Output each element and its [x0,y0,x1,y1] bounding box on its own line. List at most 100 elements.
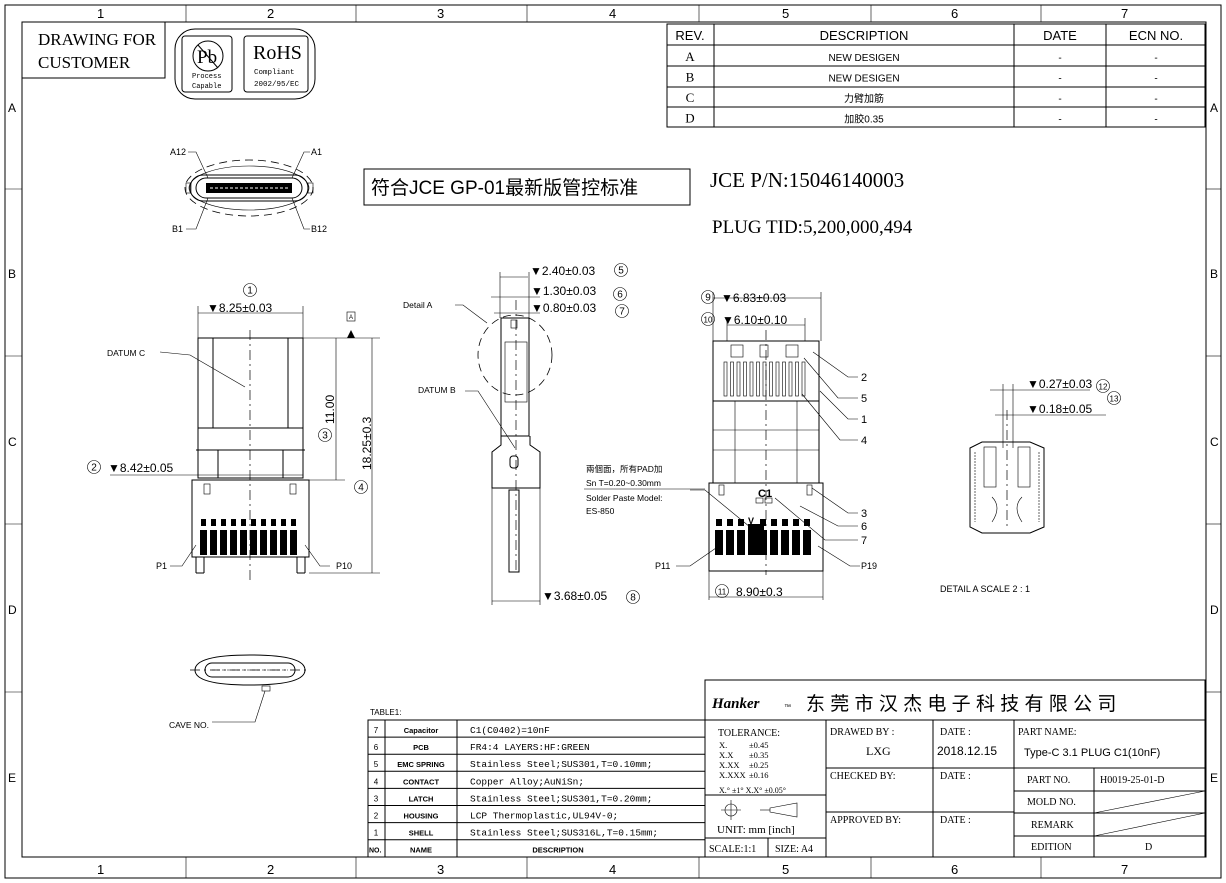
balloon-number: 11 [718,588,727,597]
bom-description: Copper Alloy;AuNiSn; [470,776,584,787]
bom-description: C1(C0402)=10nF [470,725,550,736]
revision-cell: - [1154,115,1157,126]
compliance-note: 符合JCE GP-01最新版管控标准 [363,168,691,206]
checked-by-label: CHECKED BY: [830,771,895,782]
pb-text: Pb [197,47,217,68]
solder-pad [792,530,800,555]
column-marker-top: 3 [437,6,444,21]
tolerance-precision: X.XX [719,760,740,770]
drawing-for-text: DRAWING FOR [38,30,157,49]
bom-description: Stainless Steel;SUS301,T=0.20mm; [470,793,652,804]
balloon-number: 1 [247,286,253,297]
bom-footer-description: DESCRIPTION [532,846,583,855]
bom-footer-no: NO. [369,848,382,855]
balloon-number: 4 [358,483,364,494]
tolerance-precision: X.X [719,750,733,760]
column-marker-bottom: 6 [951,862,958,877]
capable-text: Capable [192,83,221,91]
approved-date-label: DATE : [940,815,971,826]
process-text: Process [192,73,221,81]
plug-tid: PLUG TID:5,200,000,494 [712,217,913,238]
revision-cell: - [1154,94,1157,105]
revision-cell: - [1154,53,1157,64]
part-name-label: PART NAME: [1018,727,1077,738]
pin-p1-label: P1 [156,561,167,571]
drawed-by-value: LXG [866,744,891,758]
balloon-number: 6 [617,290,623,301]
dimension-balloon [701,290,715,304]
dimension-d4: 18.25±0.34 [354,416,374,494]
bom-no: 4 [374,777,379,786]
tolerance-precision: X. [719,740,727,750]
remark-label: REMARK [1031,820,1075,831]
balloon-number: 8 [630,593,636,604]
tolerance-precision: X.XXX [719,770,746,780]
dimension-balloon [243,283,257,297]
solder-pad [250,530,257,555]
column-marker-top: 7 [1121,6,1128,21]
revision-cell: NEW DESIGEN [828,74,899,85]
row-marker-left: E [8,771,16,785]
pin-p10-label: P10 [336,561,352,571]
compliance-standard-text: 符合JCE GP-01最新版管控标准 [371,177,638,199]
solder-pad [220,530,227,555]
bom-description: Stainless Steel;SUS316L,T=0.15mm; [470,828,658,839]
no-lead-icon [192,40,224,72]
dimension-balloon [613,287,627,301]
part-callout: 1 [861,414,867,426]
revision-header: ECN NO. [1129,28,1183,43]
solder-pad [210,530,217,555]
dimension-balloon [701,312,715,326]
date-value: 2018.12.15 [937,744,997,758]
dimension-value: 11.00 [323,395,337,424]
pin-p11-label: P11 [655,561,670,571]
column-marker-top: 4 [609,6,616,21]
bom-name: HOUSING [403,812,438,821]
detail-a-view: DETAIL A SCALE 2 : 1 [940,384,1106,594]
column-marker-top: 1 [97,6,104,21]
revision-cell: - [1058,74,1061,85]
balloon-number: 10 [704,316,713,325]
revision-cell: NEW DESIGEN [828,53,899,64]
datum-b-label: DATUM B [418,385,456,395]
balloon-number: 2 [91,463,97,474]
column-marker-top: 2 [267,6,274,21]
tolerance-label: TOLERANCE: [718,728,780,739]
balloon-number: 9 [705,293,711,304]
bom-name: EMC SPRING [397,760,445,769]
balloon-number: 5 [618,266,624,277]
detail-a-title: DETAIL A SCALE 2 : 1 [940,584,1030,594]
part-name-value: Type-C 3.1 PLUG C1(10nF) [1024,747,1160,759]
column-marker-bottom: 3 [437,862,444,877]
bom-no: 3 [374,794,379,803]
revision-cell: A [685,49,695,64]
bom-name: SHELL [409,829,434,838]
balloon-number: 13 [1110,395,1119,404]
solder-pad [260,530,267,555]
edition-label: EDITION [1031,842,1072,853]
dimension-value: ▼8.25±0.03 [207,301,273,315]
part-callout: 3 [861,508,867,520]
dimension-value: ▼1.30±0.03 [531,284,597,298]
revision-header: DESCRIPTION [820,28,909,43]
trademark-mark: ™ [784,704,791,711]
row-marker-right: D [1210,603,1219,617]
revision-cell: B [686,70,695,85]
part-callout: 7 [861,535,867,547]
solder-pad [290,530,297,555]
date-label: DATE : [940,727,971,738]
revision-cell: D [685,111,694,126]
solder-pad [781,530,789,555]
solder-pad [200,530,207,555]
revision-header: REV. [675,28,704,43]
drawing-for-customer-box: DRAWING FOR CUSTOMER [21,21,166,79]
column-marker-bottom: 7 [1121,862,1128,877]
row-marker-left: D [8,603,17,617]
unit-text: UNIT: mm [inch] [717,824,795,836]
rohs-text: RoHS [253,42,302,64]
bom-description: Stainless Steel;SUS301,T=0.10mm; [470,759,652,770]
